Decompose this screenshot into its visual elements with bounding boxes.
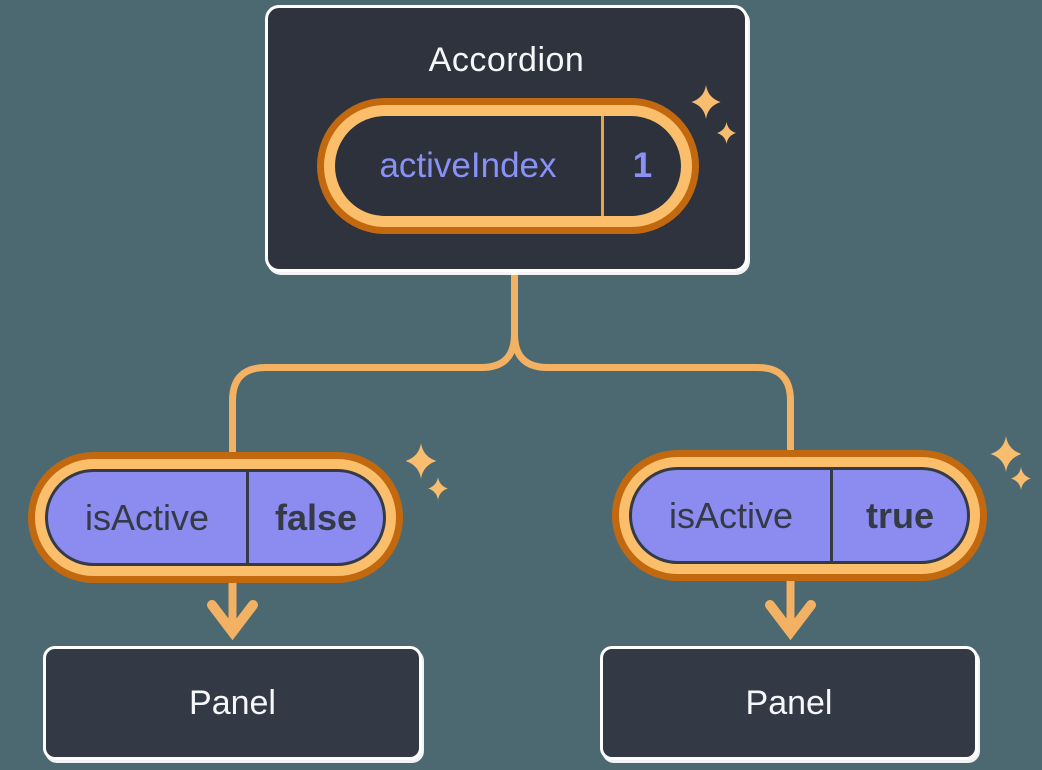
branch-line-right xyxy=(511,333,794,458)
sparkle-icon xyxy=(691,85,721,119)
state-pill-divider xyxy=(601,116,604,216)
sparkle-icon xyxy=(990,436,1022,472)
sparkle-icon xyxy=(717,122,736,144)
prop-pill-divider xyxy=(830,470,833,561)
accordion-title: Accordion xyxy=(428,41,585,79)
sparkle-icon xyxy=(428,477,448,500)
prop-value: true xyxy=(865,494,934,536)
state-pill: activeIndex 1 xyxy=(317,98,699,234)
state-value: 1 xyxy=(632,146,653,185)
panel-node-left: Panel xyxy=(43,646,422,760)
prop-pill-right: isActive true xyxy=(612,450,987,581)
accordion-node: Accordion activeIndex 1 xyxy=(265,5,748,272)
branch-line-left xyxy=(229,272,518,458)
prop-pill-divider xyxy=(246,472,249,563)
prop-pill-left: isActive false xyxy=(28,452,403,583)
sparkle-icon xyxy=(1011,467,1031,490)
prop-name: isActive xyxy=(84,496,210,538)
prop-pill-ring: isActive false xyxy=(35,459,396,576)
arrow-down-icon xyxy=(765,578,816,641)
state-pill-ring: activeIndex 1 xyxy=(324,105,692,227)
state-name: activeIndex xyxy=(379,146,557,185)
prop-name: isActive xyxy=(668,494,794,536)
arrow-down-icon xyxy=(207,580,258,641)
sparkle-icon xyxy=(405,443,437,479)
prop-pill-ring: isActive true xyxy=(619,457,980,574)
panel-node-right: Panel xyxy=(600,646,978,760)
prop-value: false xyxy=(274,496,358,538)
